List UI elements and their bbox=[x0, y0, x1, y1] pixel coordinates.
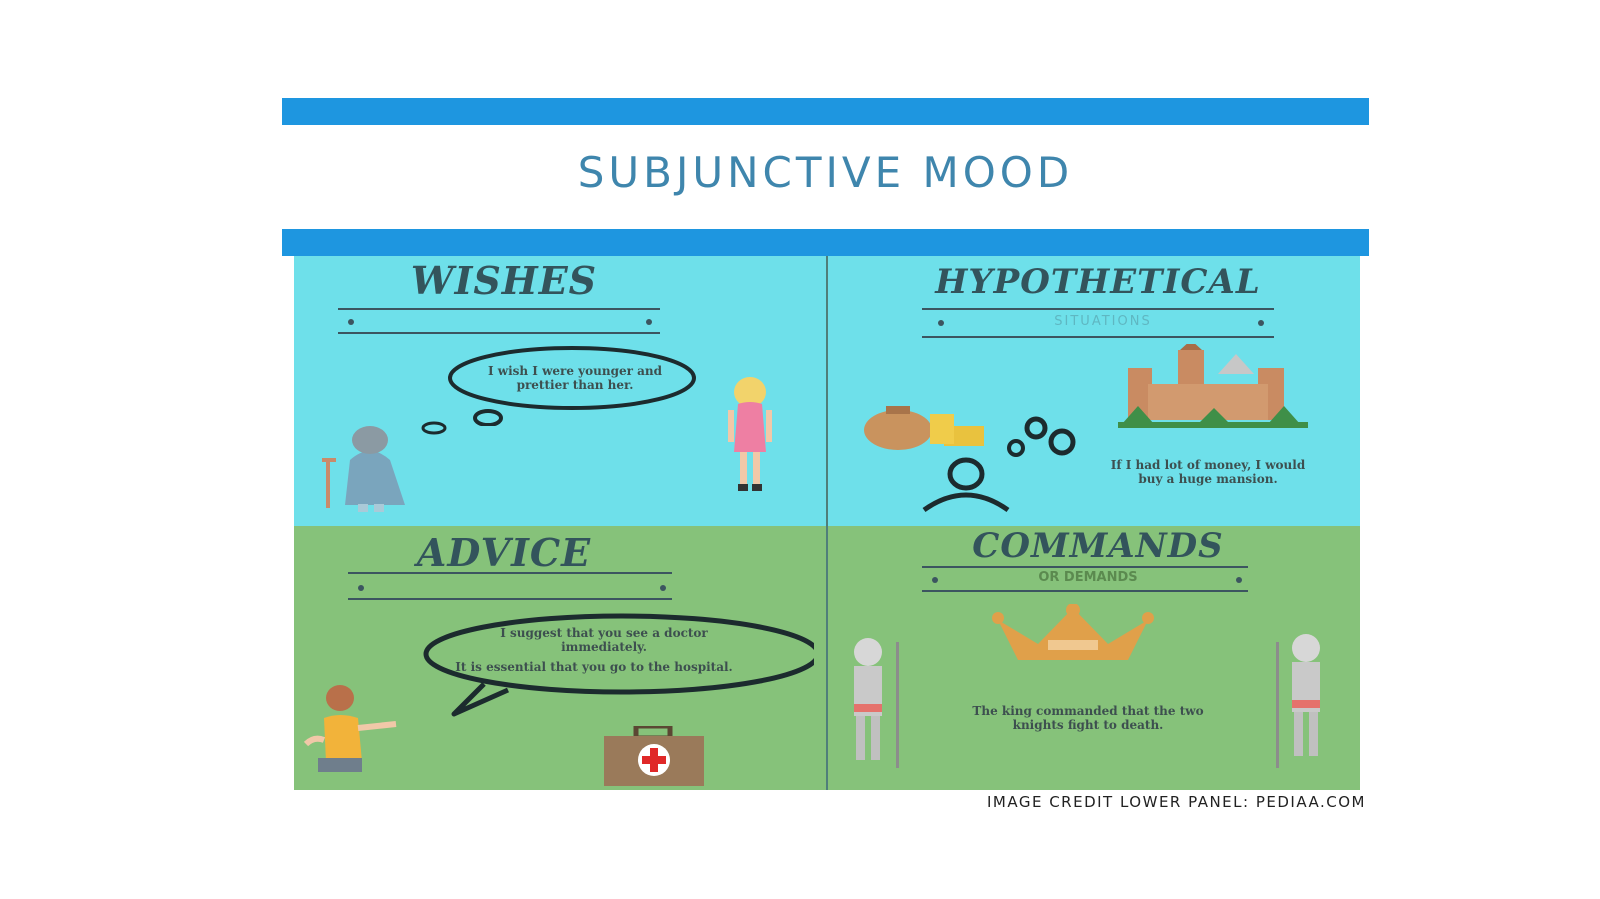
title-rule bbox=[922, 308, 1274, 310]
money-bags-icon bbox=[864, 406, 984, 450]
panel-title-hypothetical: HYPOTHETICAL bbox=[935, 262, 1261, 302]
speech-bubble-icon bbox=[423, 613, 814, 717]
old-woman-icon bbox=[322, 426, 405, 512]
rule-dot bbox=[348, 319, 354, 325]
young-woman-icon bbox=[728, 377, 772, 491]
rule-dot bbox=[938, 320, 944, 326]
slide-title: SUBJUNCTIVE MOOD bbox=[577, 148, 1074, 197]
panel-title-wishes: WISHES bbox=[410, 258, 598, 303]
castle-icon bbox=[1118, 344, 1308, 428]
panel-advice: ADVICE I suggest that you see a doctor i… bbox=[294, 526, 826, 790]
rule-dot bbox=[358, 585, 364, 591]
panel-commands: COMMANDS OR DEMANDS bbox=[828, 526, 1360, 790]
girl-icon bbox=[303, 685, 397, 772]
title-rule bbox=[338, 308, 660, 310]
panel-divider bbox=[826, 256, 828, 790]
panel-wishes: WISHES I wish I were younger and prettie… bbox=[294, 256, 826, 526]
panel-hypothetical: HYPOTHETICAL SITUATIONS bbox=[828, 256, 1360, 526]
top-accent-bar bbox=[282, 98, 1369, 125]
panel-title-advice: ADVICE bbox=[416, 530, 592, 575]
rule-dot bbox=[932, 577, 938, 583]
person-icon bbox=[922, 457, 1010, 513]
title-rule bbox=[348, 572, 672, 574]
image-credit: IMAGE CREDIT LOWER PANEL: PEDIAA.COM bbox=[986, 793, 1366, 811]
gears-icon bbox=[1007, 416, 1076, 457]
first-aid-kit-icon bbox=[604, 726, 704, 786]
title-rule bbox=[922, 566, 1248, 568]
knight-icon bbox=[854, 638, 899, 768]
rule-dot bbox=[1236, 577, 1242, 583]
commands-example: The king commanded that the two knights … bbox=[972, 704, 1204, 732]
advice-example-2: It is essential that you go to the hospi… bbox=[455, 660, 733, 674]
hypothetical-example: If I had lot of money, I would buy a hug… bbox=[1110, 458, 1306, 486]
thought-dot-icon bbox=[421, 421, 447, 435]
advice-example-1: I suggest that you see a doctor immediat… bbox=[500, 626, 708, 654]
knight-icon bbox=[1276, 634, 1320, 768]
thought-bubble-icon bbox=[448, 346, 696, 426]
panel-subtitle-commands: OR DEMANDS bbox=[1038, 570, 1138, 585]
bottom-accent-bar bbox=[282, 229, 1369, 256]
title-rule bbox=[338, 332, 660, 334]
title-rule bbox=[922, 590, 1248, 592]
panel-title-commands: COMMANDS bbox=[972, 526, 1224, 566]
wishes-example: I wish I were younger and prettier than … bbox=[487, 364, 663, 392]
panel-subtitle-hypothetical: SITUATIONS bbox=[1054, 314, 1152, 329]
rule-dot bbox=[646, 319, 652, 325]
rule-dot bbox=[1258, 320, 1264, 326]
crown-icon bbox=[992, 604, 1154, 660]
title-rule bbox=[348, 598, 672, 600]
title-rule bbox=[922, 336, 1274, 338]
rule-dot bbox=[660, 585, 666, 591]
